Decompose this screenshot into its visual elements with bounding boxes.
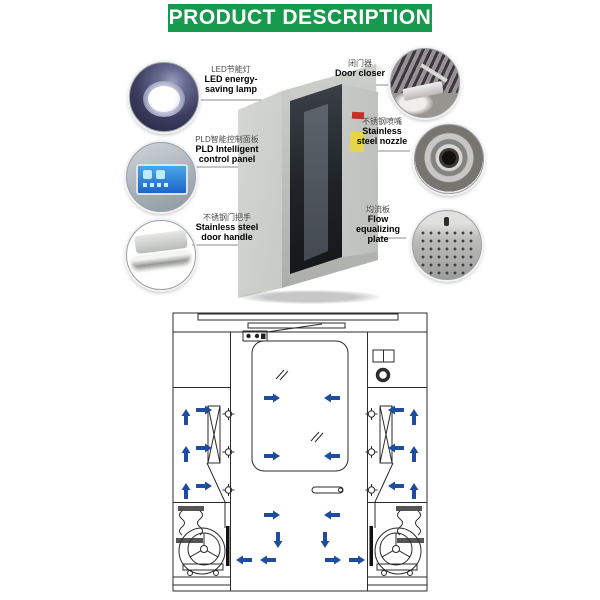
airflow-arrow-right [264, 451, 280, 461]
door-closer-photo [390, 48, 460, 118]
air-nozzle-symbol [222, 484, 235, 496]
airflow-arrow-up [181, 483, 191, 499]
product-photo [226, 48, 394, 306]
airflow-arrow-right [264, 510, 280, 520]
airflow-arrow-down [273, 532, 283, 548]
air-nozzle-symbol [365, 484, 378, 496]
callout-door-closer: 闭门器 Door closer [328, 59, 392, 79]
callout-handle-zh: 不锈钢门把手 [203, 213, 251, 222]
airflow-arrow-left [324, 393, 340, 403]
airflow-arrow-left [388, 405, 404, 415]
callout-nozzle: 不锈钢喷嘴 Stainless steel nozzle [352, 117, 412, 147]
callout-led-lamp: LED节能灯 LED energy-saving lamp [194, 65, 268, 95]
callout-nozzle-en: Stainless steel nozzle [356, 125, 408, 146]
air-nozzle-symbol [365, 446, 378, 458]
control-panel-photo [126, 142, 196, 212]
hepa-filter-right [379, 405, 393, 464]
airflow-arrow-right [196, 443, 212, 453]
door-handle-photo [126, 220, 196, 290]
lcd-icon [143, 170, 152, 179]
cabinet-left-panel [238, 91, 282, 298]
airflow-arrow-left [260, 555, 276, 565]
plate-slot [444, 217, 449, 226]
diagram-door-closer [242, 322, 346, 342]
airflow-arrow-right [325, 555, 341, 565]
airflow-arrow-right [349, 555, 365, 565]
door-window [251, 340, 349, 472]
blower-right [369, 502, 424, 576]
airflow-diagram [172, 312, 428, 592]
plate-perforations [419, 229, 475, 275]
callout-closer-zh: 闭门器 [348, 59, 372, 68]
airflow-arrow-left [324, 451, 340, 461]
callout-plate-en: Flow equalizing plate [355, 213, 400, 244]
airflow-arrows [181, 393, 419, 565]
airflow-arrow-up [409, 409, 419, 425]
callout-handle-en: Stainless steel door handle [195, 221, 259, 242]
control-box-symbol [372, 349, 395, 383]
led-lamp-icon [148, 86, 180, 112]
airflow-arrow-up [181, 409, 191, 425]
airflow-arrow-left [324, 510, 340, 520]
cabinet-inner-door [304, 104, 328, 261]
lcd-icon [156, 170, 165, 179]
callout-panel-en: PLD Intelligent control panel [195, 143, 259, 164]
airflow-arrow-down [320, 532, 330, 548]
callout-led-en: LED energy-saving lamp [204, 73, 258, 94]
diagram-door [251, 340, 349, 494]
callout-plate-zh: 均流板 [366, 205, 390, 214]
air-nozzle-symbol [222, 446, 235, 458]
diagram-outer-frame [172, 312, 428, 592]
nozzle-symbols [222, 408, 378, 496]
glass-mark [310, 431, 324, 443]
hepa-filter-left [207, 405, 221, 464]
nozzle-photo [414, 124, 484, 194]
air-nozzle-symbol [365, 408, 378, 420]
page-title-banner: PRODUCT DESCRIPTION [168, 4, 432, 32]
lcd-screen [136, 164, 188, 195]
air-nozzle-symbol [222, 408, 235, 420]
airflow-arrow-right [264, 393, 280, 403]
flow-plate-photo [412, 210, 482, 280]
airflow-arrow-left [388, 481, 404, 491]
airflow-arrow-right [196, 405, 212, 415]
nozzle-hole [442, 151, 456, 165]
callout-led-zh: LED节能灯 [211, 65, 251, 74]
airflow-arrow-up [181, 446, 191, 462]
airflow-arrow-up [409, 446, 419, 462]
callout-door-handle: 不锈钢门把手 Stainless steel door handle [188, 213, 266, 243]
airflow-arrow-right [196, 481, 212, 491]
callout-control-panel: PLD智能控制面板 PLD Intelligent control panel [186, 135, 268, 165]
airflow-arrow-up [409, 483, 419, 499]
glass-mark [275, 369, 289, 381]
callout-flow-plate: 均流板 Flow equalizing plate [348, 205, 408, 244]
page-title: PRODUCT DESCRIPTION [168, 6, 432, 29]
cabinet-shadow [240, 290, 380, 304]
callout-closer-en: Door closer [334, 67, 385, 78]
airflow-arrow-left [236, 555, 252, 565]
emergency-button-symbol [375, 367, 391, 383]
callout-nozzle-zh: 不锈钢喷嘴 [362, 117, 402, 126]
lcd-button-row [143, 183, 169, 187]
led-lamp-photo [129, 62, 199, 132]
blower-left [176, 502, 230, 576]
diagram-top-cap [197, 313, 399, 321]
airflow-arrow-left [388, 443, 404, 453]
callout-panel-zh: PLD智能控制面板 [195, 135, 259, 144]
